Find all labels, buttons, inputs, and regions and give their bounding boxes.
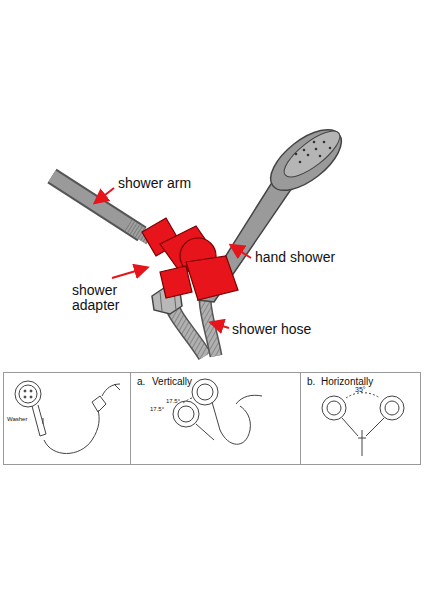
angle-label: 17.5° xyxy=(150,406,164,413)
part-label: shower arm xyxy=(118,176,191,191)
panel-letter: a. xyxy=(137,376,145,387)
install-sketch xyxy=(15,381,120,454)
panel-letter: b. xyxy=(307,376,315,387)
horizontal-sketch xyxy=(322,393,404,456)
part-label: hand shower xyxy=(255,250,335,265)
angle-label: 17.5° xyxy=(166,398,180,405)
note-text: Washer xyxy=(7,416,27,423)
part-label: shower adapter xyxy=(72,283,142,314)
panel-frame xyxy=(4,373,421,465)
angle-label: 35° xyxy=(355,386,366,394)
part-label: shower hose xyxy=(232,322,311,337)
panel-title: Vertically xyxy=(152,376,192,387)
shower-adapter xyxy=(142,218,238,300)
panel-title: Horizontally xyxy=(321,376,373,387)
vertical-sketch xyxy=(173,379,262,444)
